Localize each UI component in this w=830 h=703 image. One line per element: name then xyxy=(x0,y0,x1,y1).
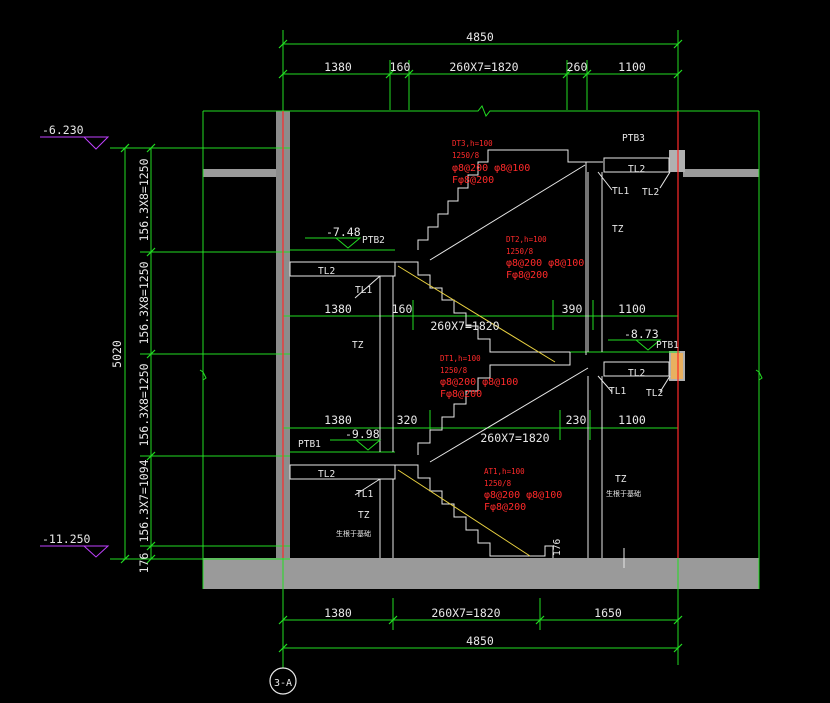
label-tl1-b: TL1 xyxy=(356,489,373,500)
rebar-at1: AT1,h=100 1250/8 φ8@200 φ8@100 Fφ8@200 xyxy=(484,467,562,513)
level-748: -7.48 xyxy=(326,225,361,239)
level-symbols xyxy=(40,136,110,558)
dim-mid2-seg-1: 1380 xyxy=(324,413,352,427)
label-tl2-c: TL2 xyxy=(628,164,645,175)
dim-left-seg-4: 156.3X7=1094 xyxy=(137,459,151,542)
dim-mid2-seg-2: 320 xyxy=(397,413,418,427)
dim-top-seg-1: 1380 xyxy=(324,60,352,74)
label-tl2-b: TL2 xyxy=(318,469,335,480)
rebar-dt3-line1: DT3,h=100 xyxy=(452,139,493,148)
dim-mid2-seg-5: 1100 xyxy=(618,413,646,427)
dim-left-seg-5: 176 xyxy=(137,553,151,574)
dim-left-seg-1: 156.3X8=1250 xyxy=(137,158,151,241)
rebar-at1-line1: AT1,h=100 xyxy=(484,467,525,476)
rebar-dt1-line1: DT1,h=100 xyxy=(440,354,481,363)
rebar-dt2-line3: φ8@200 φ8@100 xyxy=(506,258,584,269)
rebar-dt1-line3: φ8@200 φ8@100 xyxy=(440,377,518,388)
level-998: -9.98 xyxy=(345,427,380,441)
label-tl2-a: TL2 xyxy=(318,266,335,277)
foundation-slab xyxy=(203,558,759,589)
flight-2-steps xyxy=(395,261,570,353)
flight-1-steps xyxy=(395,464,554,558)
dim-bottom-seg-1: 1380 xyxy=(324,606,352,620)
rebar-at1-line3: φ8@200 φ8@100 xyxy=(484,490,562,501)
dim-left-seg-2: 156.3X8=1250 xyxy=(137,261,151,344)
dim-bottom-seg-2: 260X7=1820 xyxy=(431,606,500,620)
rebar-dt3-line4: Fφ8@200 xyxy=(452,175,494,186)
dim-top-seg-3: 260X7=1820 xyxy=(449,60,518,74)
rebar-dt2-line4: Fφ8@200 xyxy=(506,270,548,281)
rebar-at1-line4: Fφ8@200 xyxy=(484,502,526,513)
dim-mid2-seg-3: 260X7=1820 xyxy=(480,431,549,445)
dim-mid1-seg-1: 1380 xyxy=(324,302,352,316)
label-note-right: 生根于基础 xyxy=(606,489,641,498)
dim-bottom-overall: 4850 xyxy=(466,634,494,648)
label-tz-a: TZ xyxy=(352,340,364,351)
label-tl2-e: TL2 xyxy=(628,368,645,379)
label-note-left: 生根于基础 xyxy=(336,529,371,538)
rebar-dt2-line1: DT2,h=100 xyxy=(506,235,547,244)
slab-lines xyxy=(397,265,556,557)
label-tl1-c: TL1 xyxy=(612,186,629,197)
label-ptb2: PTB2 xyxy=(362,235,385,246)
label-tl2-f: TL2 xyxy=(646,388,663,399)
label-tl1-a: TL1 xyxy=(355,285,372,296)
dimension-ticks xyxy=(120,39,683,653)
label-tl1-d: TL1 xyxy=(609,386,626,397)
flight-3-steps xyxy=(417,149,603,250)
level-top: -6.230 xyxy=(42,123,84,137)
dim-mid1-seg-4: 390 xyxy=(562,302,583,316)
flight-1b-steps xyxy=(417,352,571,455)
dim-top-seg-2: 160 xyxy=(390,60,411,74)
level-symbols-green xyxy=(305,237,662,451)
rebar-dt1-line4: Fφ8@200 xyxy=(440,389,482,400)
label-ptb1-left: PTB1 xyxy=(298,439,321,450)
dim-mid1-seg-3: 260X7=1820 xyxy=(430,319,499,333)
right-beam-mid-core xyxy=(671,353,683,379)
label-tl2-d: TL2 xyxy=(642,187,659,198)
level-bottom: -11.250 xyxy=(42,532,91,546)
label-ptb3: PTB3 xyxy=(622,133,645,144)
dim-top-overall: 4850 xyxy=(466,30,494,44)
dim-left-total: 5020 xyxy=(110,340,124,368)
rebar-dt2-line2: 1250/8 xyxy=(506,247,534,256)
dim-mid1-seg-2: 160 xyxy=(392,302,413,316)
dim-mid1-seg-5: 1100 xyxy=(618,302,646,316)
label-ptb1-right: PTB1 xyxy=(656,340,679,351)
dim-bottom-seg-3: 1650 xyxy=(594,606,622,620)
rebar-dt3: DT3,h=100 1250/8 φ8@200 φ8@100 Fφ8@200 xyxy=(452,139,530,186)
concrete-elements xyxy=(203,111,759,589)
level-873: -8.73 xyxy=(624,327,659,341)
red-axis-lines xyxy=(282,111,679,558)
rebar-at1-line2: 1250/8 xyxy=(484,479,512,488)
label-tread-176: 176 xyxy=(552,539,563,556)
dim-top-seg-4: 260 xyxy=(567,60,588,74)
label-tz-d: TZ xyxy=(615,474,627,485)
dim-top-seg-5: 1100 xyxy=(618,60,646,74)
axis-bubble-label: 3-A xyxy=(274,678,292,689)
dim-left-seg-3: 156.3X8=1250 xyxy=(137,363,151,446)
floor-slab-right xyxy=(683,169,759,177)
rebar-dt3-line2: 1250/8 xyxy=(452,151,480,160)
rebar-dt2: DT2,h=100 1250/8 φ8@200 φ8@100 Fφ8@200 xyxy=(506,235,584,281)
dim-mid2-seg-4: 230 xyxy=(566,413,587,427)
label-tz-c: TZ xyxy=(612,224,624,235)
axis-bubble xyxy=(269,667,297,695)
label-tz-b: TZ xyxy=(358,510,370,521)
stair-linework xyxy=(289,149,671,568)
floor-slab-left xyxy=(203,169,276,177)
rebar-dt3-line3: φ8@200 φ8@100 xyxy=(452,163,530,174)
right-beam-top xyxy=(669,150,685,172)
rebar-dt1-line2: 1250/8 xyxy=(440,366,468,375)
rebar-dt1: DT1,h=100 1250/8 φ8@200 φ8@100 Fφ8@200 xyxy=(440,354,518,400)
